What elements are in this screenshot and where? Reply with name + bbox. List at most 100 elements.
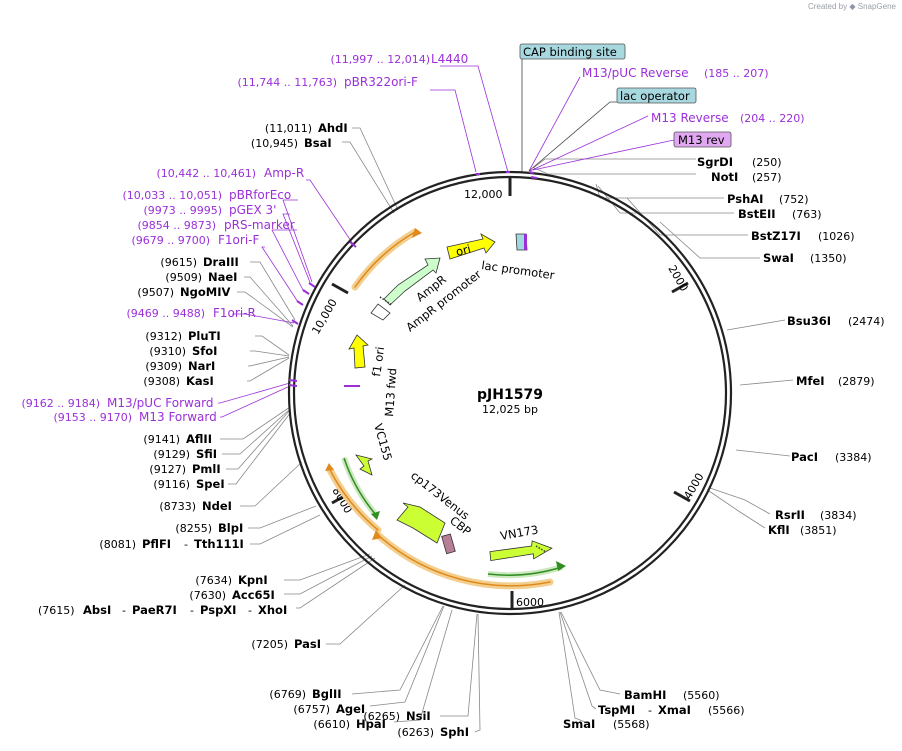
enzyme-pos: (5560) <box>683 689 720 702</box>
enzyme-name: AflII <box>186 432 212 446</box>
enzyme-name: BstEII <box>738 207 776 221</box>
enzyme-name: SpeI <box>196 477 225 491</box>
enzyme-name: SfoI <box>192 344 217 358</box>
enzyme-name: PmlI <box>192 462 221 476</box>
enzyme-pos: (9308) <box>143 375 180 388</box>
enzyme-pos: (3834) <box>820 509 857 522</box>
ori-feature[interactable] <box>446 233 496 260</box>
enzyme-pos: (5568) <box>613 718 650 731</box>
enzyme-pos: (1026) <box>818 230 855 243</box>
ori-label: ori <box>454 242 472 259</box>
enzyme-pos: (9129) <box>153 448 190 461</box>
tick-label-4000: 4000 <box>681 471 706 502</box>
orange-arc-arrowheads <box>325 228 422 540</box>
enzyme-name: BglII <box>312 687 342 701</box>
enzyme-name: MfeI <box>796 374 825 388</box>
enzyme-name: Tth111I <box>194 537 244 551</box>
lac-operator-box[interactable] <box>616 87 697 104</box>
enzyme-pos: (6263) <box>397 726 434 739</box>
orange-feature-arcs <box>326 228 554 590</box>
enzyme-pos: (763) <box>792 208 822 221</box>
vn173-feature[interactable] <box>489 539 553 562</box>
enzyme-sep: - <box>648 704 652 717</box>
vc155-feature[interactable] <box>355 454 374 476</box>
enzyme-pos: (9127) <box>149 463 186 476</box>
enzyme-name: PaeR7I <box>132 603 177 617</box>
enzyme-pos: (8081) <box>99 538 136 551</box>
enzyme-name: AhdI <box>318 121 348 135</box>
enzyme-pos: (8255) <box>175 522 212 535</box>
enzyme-name: DraIII <box>203 255 239 269</box>
primer-m13puc-rev-name: M13/pUC Reverse <box>582 66 689 80</box>
enzyme-leader-lines <box>220 127 794 733</box>
enzyme-pos: (7634) <box>195 574 232 587</box>
ampr-promoter-feature[interactable] <box>370 303 391 321</box>
enzyme-name: SmaI <box>563 717 595 731</box>
cbp-label: CBP <box>447 513 474 538</box>
enzyme-sep: - <box>184 538 188 551</box>
primer-m13puc-fwd-pos: (9162 .. 9184) <box>21 397 100 410</box>
enzyme-name: BsaI <box>304 136 332 150</box>
primer-pbrforeco-name: pBRforEco <box>229 188 291 202</box>
enzyme-pos: (3851) <box>800 524 837 537</box>
enzyme-name: NdeI <box>202 499 232 513</box>
enzyme-sep: - <box>122 604 126 617</box>
enzyme-name: KflI <box>768 523 790 537</box>
enzyme-name: AbsI <box>83 603 111 617</box>
lac-operator-label: lac operator <box>620 89 690 103</box>
primer-m13puc-rev-pos: (185 .. 207) <box>704 67 769 80</box>
enzyme-pos: (10,945) <box>251 137 298 150</box>
plasmid-name: pJH1579 <box>477 387 543 403</box>
cbp-feature[interactable] <box>441 533 456 555</box>
primer-leader-lines <box>218 65 675 418</box>
enzyme-sep: - <box>190 604 194 617</box>
primer-ampr-pos: (10,442 .. 10,461) <box>156 167 256 180</box>
cap-binding-site-label: CAP binding site <box>523 45 617 59</box>
enzyme-pos: (7205) <box>251 638 288 651</box>
enzyme-name: AgeI <box>336 702 365 716</box>
enzyme-pos: (257) <box>752 171 782 184</box>
tick-label-6000: 6000 <box>516 596 544 609</box>
primer-f1ori-r-name: F1ori-R <box>213 306 256 320</box>
enzyme-name: RsrII <box>775 508 805 522</box>
primer-f1ori-f-pos: (9679 .. 9700) <box>131 234 210 247</box>
enzyme-name: SgrDI <box>697 155 733 169</box>
enzyme-name: Acc65I <box>232 588 275 602</box>
enzyme-pos: (2474) <box>848 315 885 328</box>
enzyme-name: TspMI <box>598 703 635 717</box>
enzyme-pos: (250) <box>752 156 782 169</box>
m13-rev-box[interactable] <box>673 131 732 148</box>
vn173-label: VN173 <box>499 522 539 542</box>
f1-ori-feature[interactable] <box>348 334 369 369</box>
primer-f1ori-f-name: F1ori-F <box>218 233 259 247</box>
cap-binding-site-box[interactable] <box>519 43 626 60</box>
tick-label-12000: 12,000 <box>464 188 503 201</box>
enzyme-pos: (6610) <box>313 718 350 731</box>
ampr-feature[interactable] <box>383 257 441 306</box>
primer-l4440: (11,997 .. 12,014) <box>330 53 430 66</box>
enzyme-name: PluTI <box>188 329 221 343</box>
enzyme-pos: (8733) <box>159 500 196 513</box>
enzyme-pos: (9615) <box>160 256 197 269</box>
enzyme-xho-line: (7615) AbsI - PaeR7I - PspXI - XhoI <box>38 603 287 617</box>
lac-operator-mark <box>524 234 527 250</box>
enzyme-pos: (7615) <box>38 604 75 617</box>
enzyme-pos: (9309) <box>145 360 182 373</box>
primer-prs-name: pRS-marker <box>224 218 295 232</box>
enzymes-bottom-right: BamHI (5560) TspMI - XmaI (5566) SmaI (5… <box>563 688 745 731</box>
primer-pgex-pos: (9973 .. 9995) <box>143 204 222 217</box>
vc155-label: VC155 <box>371 422 395 462</box>
enzyme-name: BstZ17I <box>751 229 801 243</box>
ampr-dotted <box>379 296 393 306</box>
m13-fwd-label: M13 fwd <box>382 368 399 418</box>
enzyme-name: NgoMIV <box>180 285 230 299</box>
primer-l4440-name: L4440 <box>431 52 468 66</box>
m13-rev-label: M13 rev <box>678 133 725 147</box>
enzyme-pos: (752) <box>779 193 809 206</box>
cp173venus-feature[interactable] <box>396 502 446 544</box>
green-arc-arrowheads <box>371 511 566 571</box>
box-leader-lines <box>521 58 618 172</box>
enzyme-pos: (9312) <box>145 330 182 343</box>
primer-prs-pos: (9854 .. 9873) <box>137 219 216 232</box>
primer-pbr322ori-pos: (11,744 .. 11,763) <box>237 76 337 89</box>
